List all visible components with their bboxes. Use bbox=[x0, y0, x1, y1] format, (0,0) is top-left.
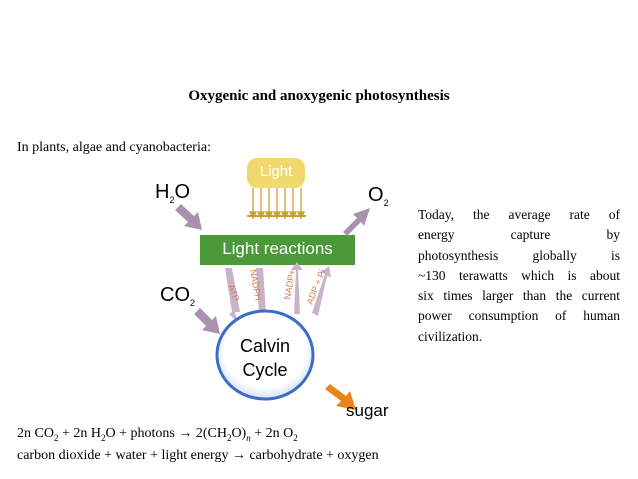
equation-block: 2n CO2 + 2n H2O + photons → 2(CH2O)n + 2… bbox=[17, 425, 379, 465]
calvin-cycle-label: Calvin Cycle bbox=[239, 336, 291, 380]
side-line: six times larger than the current bbox=[418, 288, 620, 304]
light-label: Light bbox=[259, 163, 293, 180]
co2-label: CO2 bbox=[160, 284, 196, 308]
side-line: ~130 terawatts which is about bbox=[418, 267, 620, 283]
slide-title: Oxygenic and anoxygenic photosynthesis bbox=[188, 88, 450, 104]
sugar-label: sugar bbox=[346, 401, 389, 420]
o2-label: O2 bbox=[368, 184, 389, 208]
h2o-label: H2O bbox=[155, 181, 191, 205]
calvin-cycle-circle bbox=[215, 309, 315, 401]
equation-formula: 2n CO2 + 2n H2O + photons → 2(CH2O)n + 2… bbox=[17, 426, 298, 443]
h2o-arrow bbox=[175, 204, 202, 230]
side-line: civilization. bbox=[418, 328, 483, 344]
atp-label: ATP bbox=[226, 283, 241, 302]
light-rays bbox=[248, 188, 306, 220]
o2-arrow bbox=[343, 208, 370, 236]
equation-words: carbon dioxide + water + light energy → … bbox=[17, 447, 379, 463]
sugar-arrow bbox=[325, 384, 356, 410]
light-reactions-label: Light reactions bbox=[222, 239, 333, 258]
side-line: photosynthesis globally is bbox=[418, 247, 620, 263]
side-line: power consumption of human bbox=[418, 308, 620, 324]
side-line: Today, the average rate of bbox=[418, 207, 620, 222]
light-reactions-box bbox=[200, 235, 355, 265]
side-line: energy capture by bbox=[418, 227, 620, 243]
intro-text: In plants, algae and cyanobacteria: bbox=[17, 140, 211, 155]
side-paragraph: Today, the average rate of energy captur… bbox=[418, 205, 620, 347]
energy-carrier-arrows bbox=[225, 262, 331, 322]
light-box bbox=[247, 158, 305, 188]
co2-arrow bbox=[194, 308, 220, 334]
